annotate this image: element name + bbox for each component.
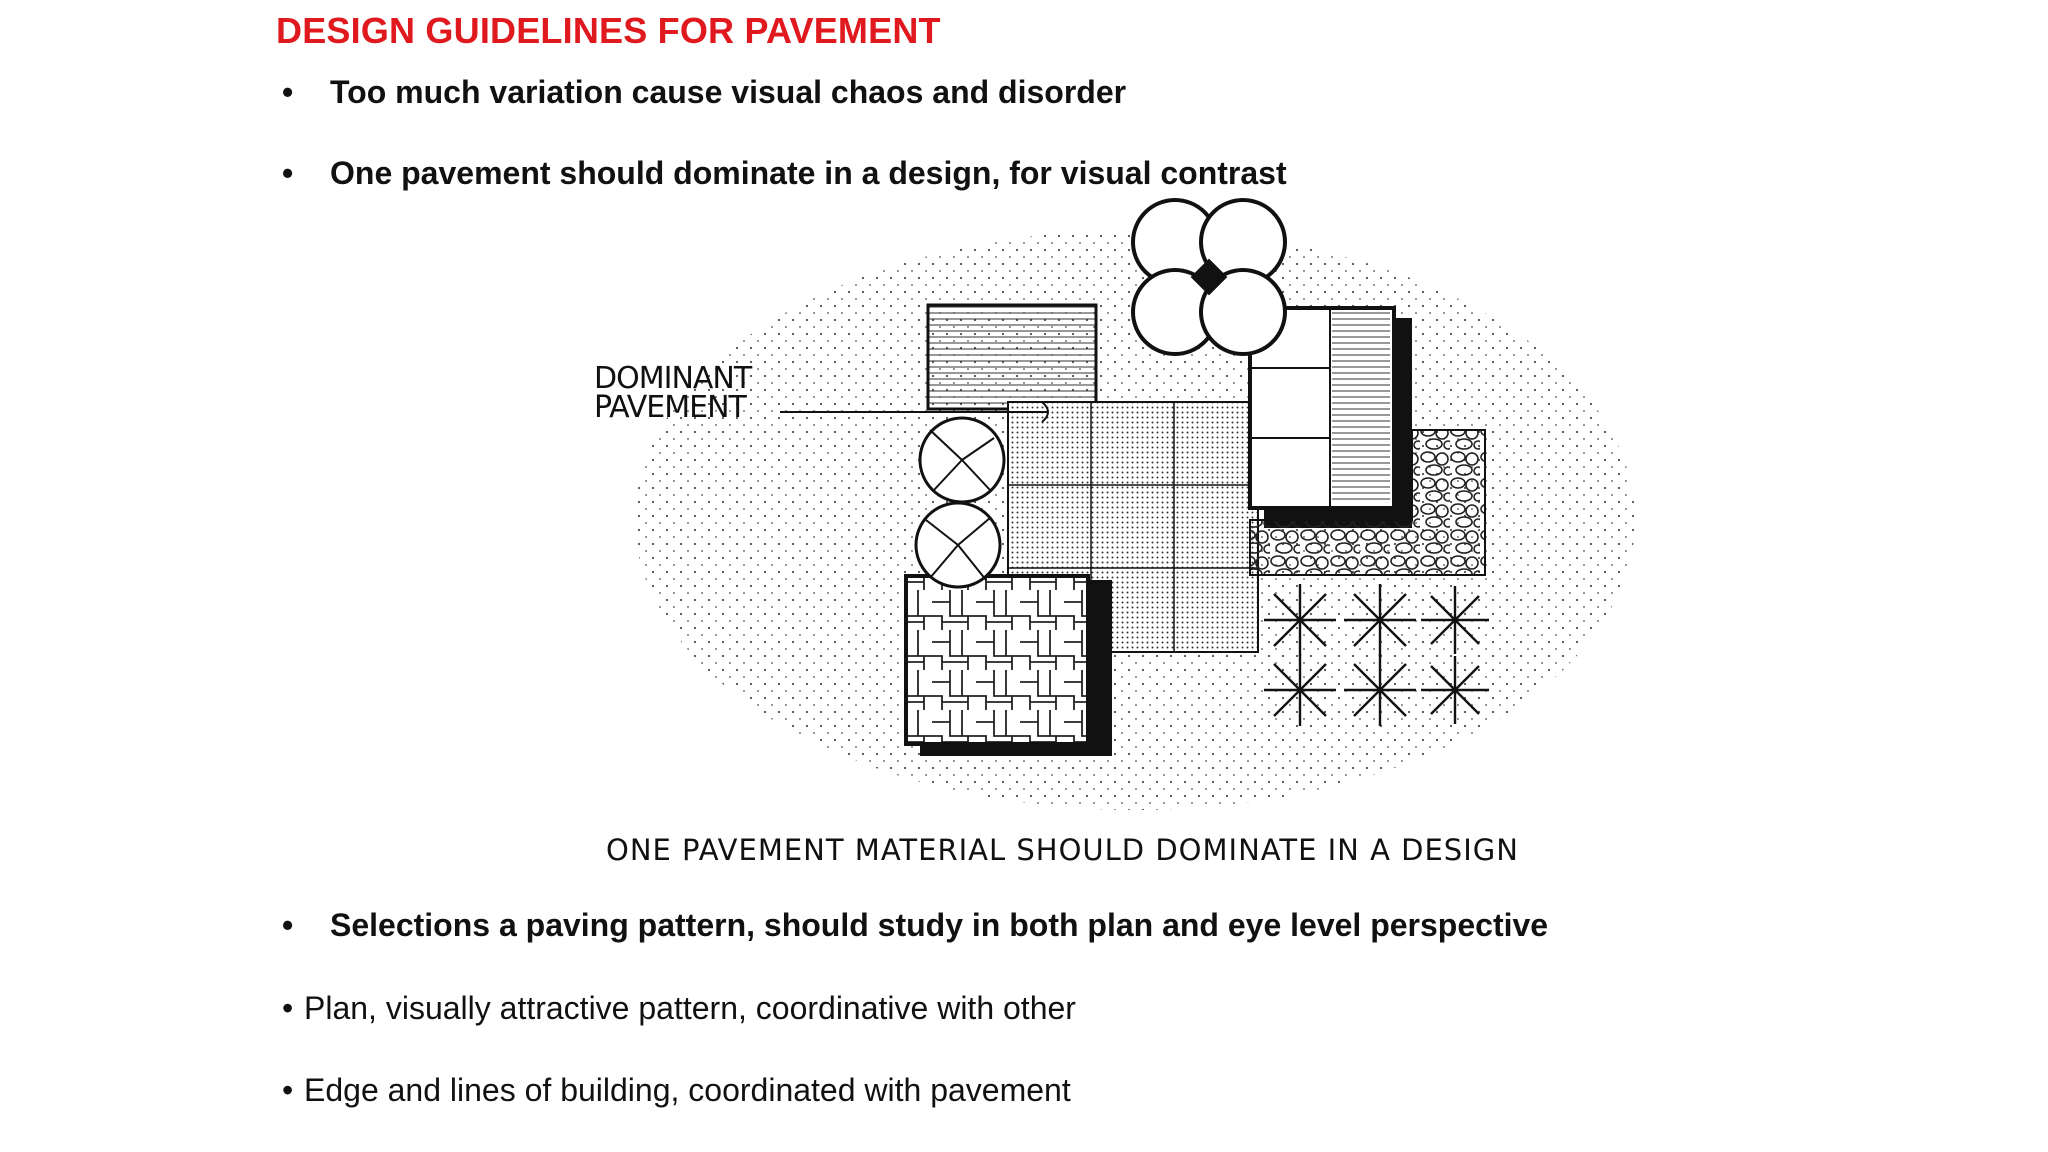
bullet-glyph: •	[282, 155, 294, 191]
bullet-text: Too much variation cause visual chaos an…	[330, 74, 1127, 110]
dominant-label-line2: PAVEMENT	[594, 390, 748, 425]
bullet-text: Edge and lines of building, coordinated …	[304, 1072, 1071, 1108]
bullet-text: One pavement should dominate in a design…	[330, 155, 1287, 191]
bullet-glyph: •	[282, 990, 294, 1026]
bullet-glyph: •	[282, 1072, 294, 1108]
bullet-glyph: •	[282, 74, 294, 110]
figure-caption: ONE PAVEMENT MATERIAL SHOULD DOMINATE IN…	[606, 833, 1519, 867]
bullet-text: Selections a paving pattern, should stud…	[330, 907, 1549, 943]
bullet-item: • Plan, visually attractive pattern, coo…	[282, 990, 1182, 1030]
dominant-label-line1: DOMINANT	[594, 361, 753, 396]
bullet-item: • Edge and lines of building, coordinate…	[282, 1072, 1182, 1112]
bullet-item: • Selections a paving pattern, should st…	[282, 907, 1582, 947]
bullet-glyph: •	[282, 907, 294, 943]
slide-title: DESIGN GUIDELINES FOR PAVEMENT	[276, 10, 941, 51]
bullet-item: • Too much variation cause visual chaos …	[282, 74, 1182, 114]
shrub-cluster-icon	[1131, 198, 1287, 356]
bullet-text: Plan, visually attractive pattern, coord…	[304, 990, 1076, 1026]
pavement-plan-sketch: DOMINANT PAVEMENT ONE PAVEMENT MATERIAL …	[580, 190, 1670, 880]
bullet-item: • One pavement should dominate in a desi…	[282, 155, 1287, 195]
